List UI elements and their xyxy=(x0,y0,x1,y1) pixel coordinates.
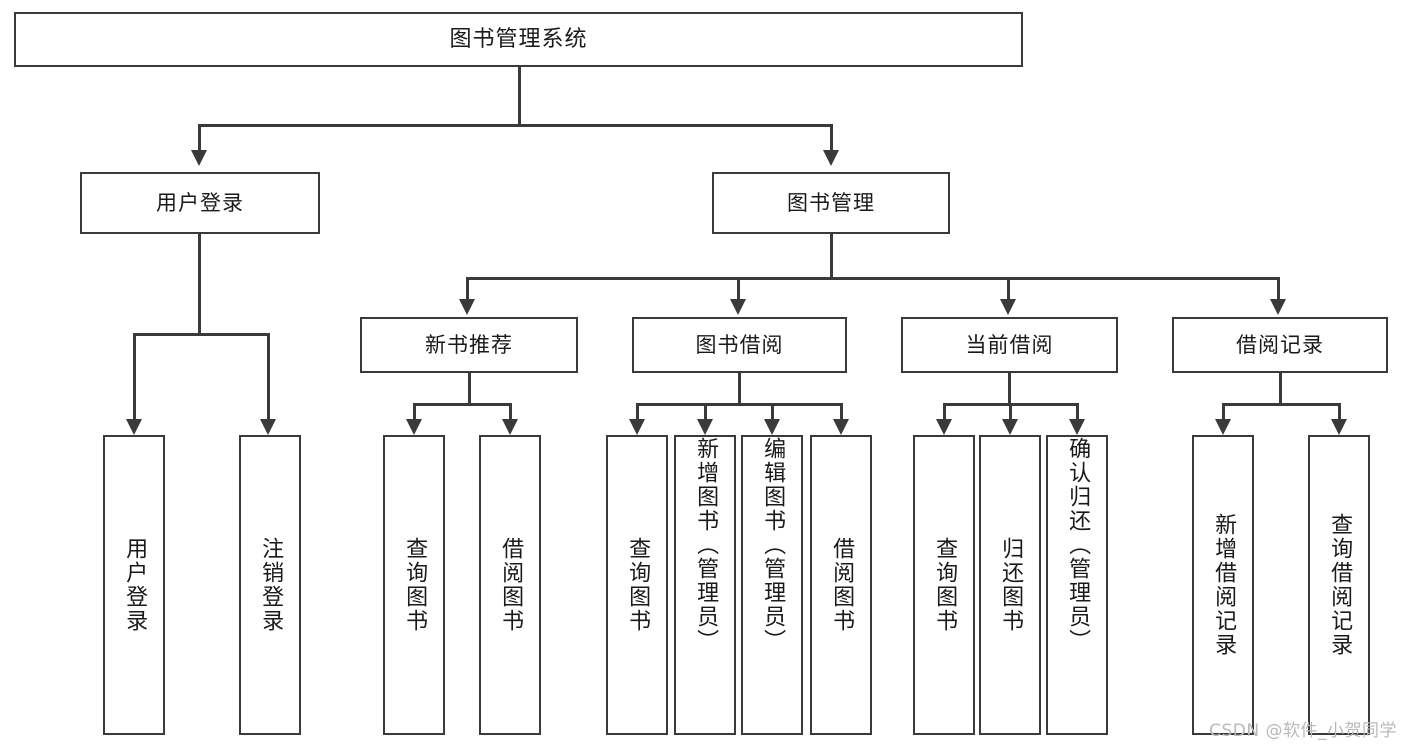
arrowhead-user-login-child-2 xyxy=(260,419,276,435)
arrowhead-new-book-child-1 xyxy=(406,419,422,435)
arrowhead-book-manage xyxy=(823,150,839,166)
node-label: 图书借阅 xyxy=(695,332,784,357)
connector-user-login-child-1 xyxy=(133,333,136,419)
connector-to-book-borrow xyxy=(737,277,740,299)
leaf-label: 查询图书 xyxy=(402,537,428,633)
connector-book-manage-stem xyxy=(830,234,833,279)
leaf-new-book-borrow-books[interactable]: 借阅图书 xyxy=(479,435,541,735)
connector-current-borrow-child-2 xyxy=(1009,403,1012,419)
arrowhead-current-borrow xyxy=(1000,299,1016,315)
leaf-new-book-query-books[interactable]: 查询图书 xyxy=(383,435,445,735)
connector-new-book-stem xyxy=(468,373,471,405)
connector-book-borrow-child-3 xyxy=(771,403,774,419)
arrowhead-book-borrow-child-4 xyxy=(833,419,849,435)
leaf-label: 确认归还（管理员） xyxy=(1065,437,1091,653)
connector-borrow-record-child-1 xyxy=(1222,403,1225,419)
leaf-label: 查询借阅记录 xyxy=(1327,513,1353,657)
node-label: 用户登录 xyxy=(156,190,244,215)
connector-book-borrow-bar xyxy=(636,403,843,406)
node-book-borrow[interactable]: 图书借阅 xyxy=(632,317,847,373)
connector-to-user-login xyxy=(198,124,201,150)
connector-book-borrow-child-2 xyxy=(704,403,707,419)
node-label: 图书管理系统 xyxy=(449,26,588,52)
connector-user-login-bar xyxy=(133,333,269,336)
node-new-book-recommend[interactable]: 新书推荐 xyxy=(360,317,578,373)
connector-to-book-manage xyxy=(830,124,833,150)
node-label: 图书管理 xyxy=(787,190,875,215)
leaf-label: 借阅图书 xyxy=(829,537,855,633)
connector-level2-bar xyxy=(198,124,832,127)
arrowhead-user-login xyxy=(191,150,207,166)
leaf-book-borrow-query-books[interactable]: 查询图书 xyxy=(606,435,668,735)
arrowhead-current-borrow-child-2 xyxy=(1002,419,1018,435)
connector-book-borrow-child-4 xyxy=(840,403,843,419)
connector-user-login-stem xyxy=(198,234,201,335)
connector-new-book-child-2 xyxy=(509,403,512,419)
node-root-system[interactable]: 图书管理系统 xyxy=(14,12,1023,67)
connector-current-borrow-stem xyxy=(1008,373,1011,405)
arrowhead-new-book-child-2 xyxy=(502,419,518,435)
node-label: 借阅记录 xyxy=(1236,332,1324,357)
arrowhead-book-borrow-child-3 xyxy=(764,419,780,435)
leaf-label: 借阅图书 xyxy=(498,537,524,633)
node-user-login[interactable]: 用户登录 xyxy=(80,172,320,234)
connector-borrow-record-bar xyxy=(1222,403,1341,406)
connector-new-book-bar xyxy=(413,403,512,406)
leaf-label: 查询图书 xyxy=(932,537,958,633)
connector-borrow-record-child-2 xyxy=(1338,403,1341,419)
leaf-borrow-record-add-record[interactable]: 新增借阅记录 xyxy=(1192,435,1254,735)
arrowhead-book-borrow-child-1 xyxy=(629,419,645,435)
node-label: 当前借阅 xyxy=(965,332,1054,357)
arrowhead-book-borrow-child-2 xyxy=(697,419,713,435)
connector-to-borrow-record xyxy=(1277,277,1280,299)
arrowhead-new-book xyxy=(459,299,475,315)
connector-book-borrow-child-1 xyxy=(636,403,639,419)
connector-new-book-child-1 xyxy=(413,403,416,419)
connector-to-current-borrow xyxy=(1007,277,1010,299)
arrowhead-borrow-record-child-2 xyxy=(1331,419,1347,435)
leaf-label: 归还图书 xyxy=(998,537,1024,633)
leaf-label: 新增图书（管理员） xyxy=(693,437,719,653)
connector-user-login-child-2 xyxy=(267,333,270,419)
leaf-label: 新增借阅记录 xyxy=(1211,513,1237,657)
connector-level3-bar xyxy=(466,277,1280,280)
arrowhead-current-borrow-child-3 xyxy=(1069,419,1085,435)
leaf-borrow-record-query-record[interactable]: 查询借阅记录 xyxy=(1308,435,1370,735)
leaf-user-login-logout[interactable]: 注销登录 xyxy=(239,435,301,735)
node-book-manage[interactable]: 图书管理 xyxy=(712,172,950,234)
leaf-book-borrow-edit-book-admin[interactable]: 编辑图书（管理员） xyxy=(741,435,803,735)
leaf-book-borrow-borrow-books[interactable]: 借阅图书 xyxy=(810,435,872,735)
leaf-current-borrow-confirm-return-admin[interactable]: 确认归还（管理员） xyxy=(1046,435,1108,735)
leaf-user-login-login[interactable]: 用户登录 xyxy=(103,435,165,735)
leaf-current-borrow-query-books[interactable]: 查询图书 xyxy=(913,435,975,735)
leaf-label: 查询图书 xyxy=(625,537,651,633)
connector-root-stem xyxy=(518,67,521,125)
arrowhead-borrow-record xyxy=(1270,299,1286,315)
leaf-label: 编辑图书（管理员） xyxy=(760,437,786,653)
arrowhead-current-borrow-child-1 xyxy=(936,419,952,435)
leaf-label: 注销登录 xyxy=(258,537,284,633)
connector-to-new-book xyxy=(466,277,469,299)
connector-current-borrow-child-1 xyxy=(943,403,946,419)
leaf-book-borrow-add-book-admin[interactable]: 新增图书（管理员） xyxy=(674,435,736,735)
connector-book-borrow-stem xyxy=(738,373,741,405)
connector-borrow-record-stem xyxy=(1279,373,1282,405)
connector-current-borrow-child-3 xyxy=(1076,403,1079,419)
arrowhead-book-borrow xyxy=(730,299,746,315)
node-current-borrow[interactable]: 当前借阅 xyxy=(901,317,1118,373)
leaf-label: 用户登录 xyxy=(122,537,148,633)
node-label: 新书推荐 xyxy=(425,332,513,357)
arrowhead-user-login-child-1 xyxy=(126,419,142,435)
node-borrow-record[interactable]: 借阅记录 xyxy=(1172,317,1388,373)
arrowhead-borrow-record-child-1 xyxy=(1215,419,1231,435)
leaf-current-borrow-return-books[interactable]: 归还图书 xyxy=(979,435,1041,735)
